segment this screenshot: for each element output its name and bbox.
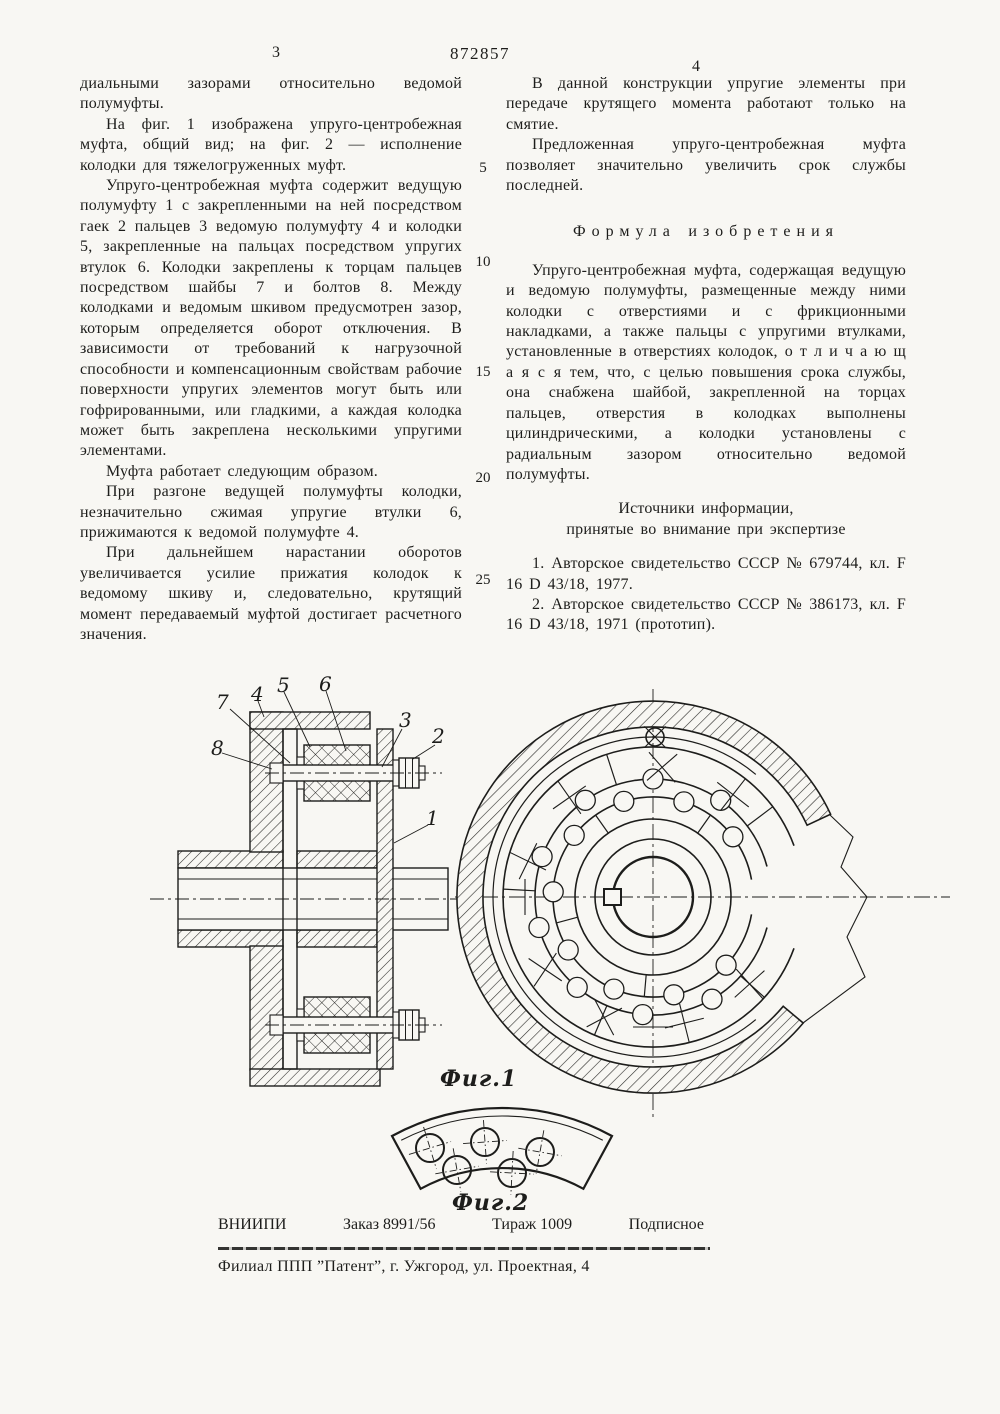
paragraph: Предложенная упруго-центробежная муфта п… [506,136,906,195]
imprint-tirage: Тираж 1009 [492,1216,573,1233]
fig1-label: Фиг.1 [440,1066,518,1092]
margin-line-number-5: 5 [479,160,487,176]
paragraph: На фиг. 1 изображена упруго-центробежная… [80,115,462,174]
sources-heading-line2: принятые во внимание при экспертизе [566,520,846,538]
footer-divider [218,1247,710,1250]
margin-line-number-10: 10 [475,254,491,270]
fig1-callout-3: 3 [399,708,412,732]
paragraph: При дальнейшем нарастании оборотов увели… [80,544,462,643]
paragraph: В данной конструкции упругие элементы пр… [506,75,906,133]
fig2-shoe-drawing [390,1106,614,1195]
paragraph: Муфта работает следующим образом. [106,462,378,480]
right-page-number: 4 [692,58,700,75]
paragraph: диальными зазорами относительно ведомой … [80,75,462,113]
imprint-subscription: Подписное [628,1216,704,1233]
claims-heading: Формула изобретения [572,223,839,241]
fig1-callout-1: 1 [426,806,439,830]
paragraph: При разгоне ведущей полумуфты колодки, н… [80,483,462,541]
fig1-callout-4: 4 [250,682,264,706]
left-page-number: 3 [272,44,280,61]
claim-paragraph: Упруго-центробежная муфта, содержащая ве… [506,261,906,483]
fig1-callout-8: 8 [211,736,224,760]
margin-line-number-25: 25 [475,572,491,588]
right-text-column: В данной конструкции упругие элементы пр… [506,74,906,636]
margin-line-number-15: 15 [475,364,491,380]
fig2-label: Фиг.2 [452,1190,530,1216]
imprint-line: ВНИИПИ Заказ 8991/56 Тираж 1009 Подписно… [218,1216,704,1234]
imprint-org: ВНИИПИ [218,1216,287,1233]
fig1-callout-7: 7 [216,690,229,714]
fig1-callout-5: 5 [277,673,290,697]
margin-line-number-20: 20 [475,470,491,486]
imprint-order: Заказ 8991/56 [342,1216,436,1233]
fig1-front-view-drawing [455,689,950,1121]
fig1-section-drawing: 7 4 5 6 3 2 8 1 [150,672,462,1087]
fig1-callout-2: 2 [431,724,445,748]
reference-item: 1. Авторское свидетельство СССР № 679744… [506,555,906,593]
fig1-callout-6: 6 [319,672,332,696]
sources-heading-line1: Источники информации, [618,500,794,518]
reference-item: 2. Авторское свидетельство СССР № 386173… [506,595,906,634]
branch-address-line: Филиал ППП ”Патент”, г. Ужгород, ул. Про… [218,1258,590,1275]
patent-number: 872857 [450,44,510,63]
left-text-column: диальными зазорами относительно ведомой … [80,74,462,645]
paragraph: Упруго-центробежная муфта содержит ведущ… [80,177,462,460]
